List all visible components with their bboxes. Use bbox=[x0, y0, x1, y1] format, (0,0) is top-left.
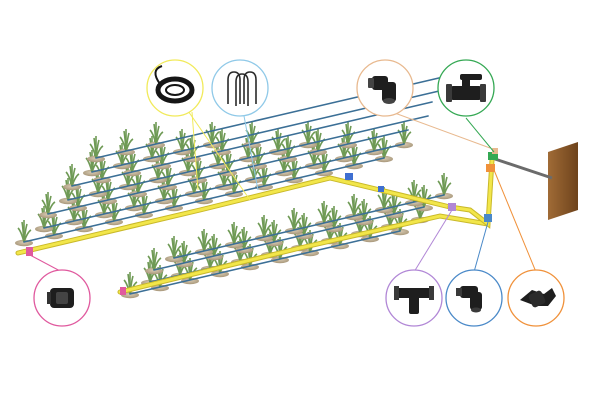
plant bbox=[165, 236, 183, 263]
callout-tee-connector bbox=[385, 269, 443, 327]
drip-line bbox=[173, 194, 445, 259]
supply-pipe bbox=[491, 156, 553, 180]
elbow-fitting-lower bbox=[484, 214, 492, 222]
drip-line bbox=[47, 129, 409, 215]
callout-barbed-elbow bbox=[445, 269, 503, 327]
drip-line bbox=[71, 101, 433, 187]
faucet-adapter-icon bbox=[520, 288, 556, 308]
leader-tubing bbox=[191, 111, 199, 191]
drip-line bbox=[23, 157, 385, 243]
lower-main-pipe-fill bbox=[118, 214, 490, 294]
drip-line bbox=[153, 206, 425, 271]
end-plug-fitting bbox=[26, 247, 33, 256]
wall bbox=[548, 142, 578, 220]
leader-adapter bbox=[493, 169, 537, 273]
callout-faucet-adapter bbox=[507, 269, 565, 327]
leader-plug bbox=[29, 254, 63, 273]
elbow-fitting-upper bbox=[492, 148, 498, 154]
leader-valve bbox=[465, 117, 495, 153]
drip-line bbox=[67, 115, 429, 201]
plant bbox=[435, 173, 453, 200]
plant bbox=[213, 129, 231, 156]
feed-pipe-fill bbox=[448, 158, 494, 227]
upper-main-pipe-fill bbox=[16, 176, 452, 255]
plant bbox=[315, 201, 333, 228]
plant bbox=[375, 136, 393, 163]
drip-line bbox=[129, 230, 401, 295]
tubing-roll-icon bbox=[154, 65, 195, 104]
ground-stake-icon bbox=[227, 71, 257, 106]
end-plug-icon bbox=[47, 288, 74, 308]
connector-fitting-2 bbox=[378, 186, 384, 192]
plant bbox=[241, 244, 259, 271]
tee-connector-icon bbox=[394, 286, 434, 314]
callout-elbow-fitting bbox=[356, 59, 414, 117]
adapter-fitting bbox=[486, 164, 495, 172]
drip-lines bbox=[23, 73, 457, 295]
leader-elbow bbox=[391, 111, 491, 149]
valve-fitting bbox=[488, 152, 498, 160]
callout-ring bbox=[146, 59, 204, 117]
tee-fitting bbox=[448, 203, 456, 211]
ball-valve-icon bbox=[446, 74, 486, 102]
fittings bbox=[26, 148, 498, 295]
callout-ground-stakes bbox=[211, 59, 269, 117]
callouts bbox=[33, 59, 565, 327]
callout-end-plug bbox=[33, 269, 91, 327]
end-plug-fitting-2 bbox=[120, 287, 126, 295]
plant bbox=[87, 136, 105, 163]
elbow-connector-icon bbox=[368, 76, 396, 104]
plant-field bbox=[15, 122, 453, 299]
callout-ball-valve bbox=[437, 59, 495, 117]
leader-lines bbox=[29, 107, 537, 273]
main-pipes bbox=[15, 157, 495, 295]
leader-tee bbox=[413, 209, 453, 273]
drip-line bbox=[43, 143, 405, 229]
leader-barbed bbox=[473, 221, 489, 273]
plant bbox=[285, 208, 303, 235]
plant bbox=[225, 222, 243, 249]
barbed-elbow-icon bbox=[456, 286, 482, 313]
wall-and-supply bbox=[491, 142, 578, 220]
callout-drip-tubing-roll bbox=[146, 59, 204, 117]
connector-fitting bbox=[345, 173, 353, 180]
leader-tubing-2 bbox=[185, 107, 251, 201]
plant bbox=[285, 157, 303, 184]
plant bbox=[299, 122, 317, 149]
plant bbox=[147, 122, 165, 149]
leader-stakes bbox=[243, 115, 259, 191]
